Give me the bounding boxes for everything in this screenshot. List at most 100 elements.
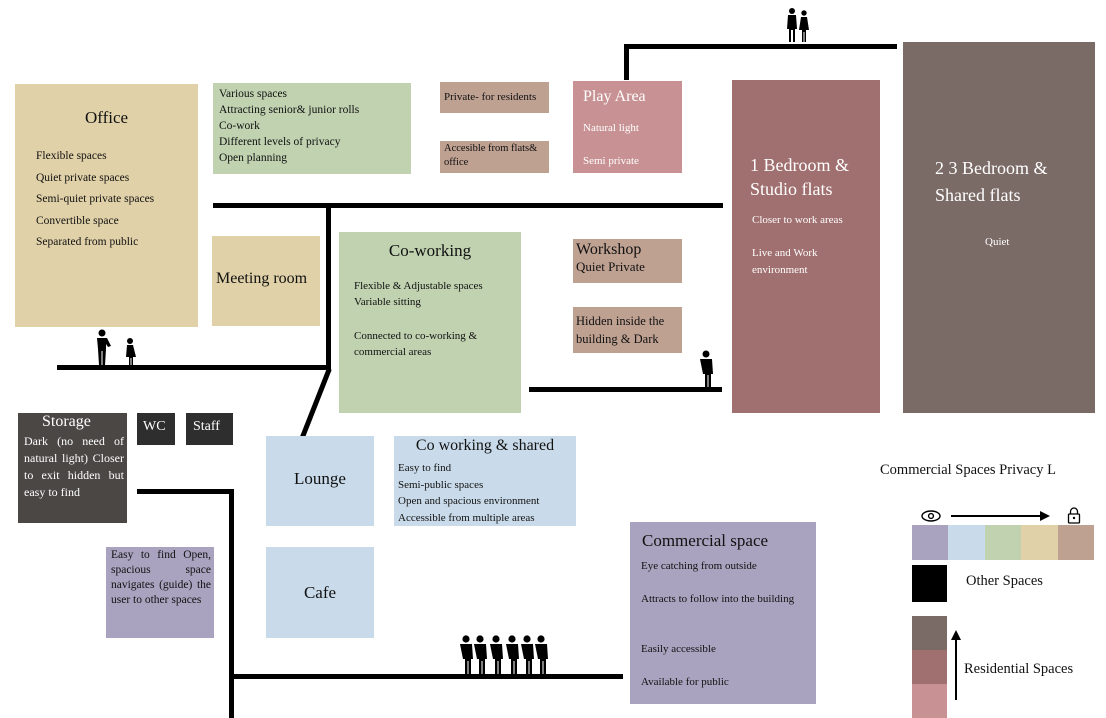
residential-swatch-medium xyxy=(912,650,947,684)
other-spaces-swatch xyxy=(912,565,947,602)
wall-bottom-floor xyxy=(233,674,623,679)
privacy-color-bar xyxy=(912,525,1095,560)
one-bedroom-title: 1 Bedroom & Studio flats xyxy=(750,155,849,199)
office-note-item: Attracting senior& junior rolls xyxy=(219,104,360,116)
residential-swatch-large xyxy=(912,616,947,650)
people-couple-icon xyxy=(787,8,809,42)
meeting-room-title: Meeting room xyxy=(216,270,308,287)
wall-mid-floor xyxy=(529,387,722,392)
hidden-note: Hidden inside the building & Dark xyxy=(576,314,665,346)
lock-icon xyxy=(1067,507,1081,524)
coworking-item: Connected to co-working & commercial are… xyxy=(354,330,478,358)
privacy-swatch-private xyxy=(1057,525,1095,560)
commercial-item: Eye catching from outside xyxy=(641,560,757,572)
commercial-title: Commercial space xyxy=(642,531,769,550)
office-list: Flexible spaces Quiet private spaces Sem… xyxy=(36,148,154,250)
coworking-item: Flexible & Adjustable spaces xyxy=(354,280,483,292)
storage-text: Dark (no need of natural light) Closer t… xyxy=(24,434,124,499)
commercial-item: Easily accessible xyxy=(641,643,716,655)
residential-swatch-small xyxy=(912,684,947,718)
lounge-box: Lounge xyxy=(266,436,374,526)
commercial-box: Commercial space Eye catching from outsi… xyxy=(630,522,816,704)
privacy-swatch-semi-public xyxy=(948,525,985,560)
meeting-room-box: Meeting room xyxy=(212,236,320,326)
workshop-title: Workshop xyxy=(576,241,642,258)
people-talking-icon xyxy=(97,329,136,366)
wall-vertical-center xyxy=(326,206,331,371)
wall-left-floor xyxy=(57,365,330,370)
office-box: Office Flexible spaces Quiet private spa… xyxy=(15,84,198,327)
coworking-shared-box: Co working & shared Easy to find Semi-pu… xyxy=(394,436,576,526)
coworking-item: Variable sitting xyxy=(354,296,421,308)
wc-box[interactable]: WC xyxy=(137,413,175,445)
office-item: Separated from public xyxy=(36,236,139,249)
coworking-shared-item: Easy to find xyxy=(398,462,452,474)
coworking-shared-item: Accessible from multiple areas xyxy=(398,511,535,524)
coworking-shared-list: Easy to find Semi-public spaces Open and… xyxy=(398,460,539,526)
office-note-item: Co-work xyxy=(219,120,260,132)
privacy-swatch-semi-private xyxy=(1021,525,1058,560)
legend-title: Commercial Spaces Privacy L xyxy=(880,462,1056,478)
coworking-shared-item: Semi-public spaces xyxy=(398,478,484,491)
staff-label: Staff xyxy=(193,419,220,434)
coworking-box: Co-working Flexible & Adjustable spaces … xyxy=(339,232,521,413)
coworking-shared-item: Open and spacious environment xyxy=(398,495,540,507)
commercial-item: Available for public xyxy=(641,676,729,688)
flats-office-note-box: Accesible from flats& office xyxy=(440,141,549,173)
person-standing-icon xyxy=(700,350,713,387)
circulation-note-box: Easy to find Open, spacious space naviga… xyxy=(106,547,214,638)
arrow-right-icon xyxy=(1040,511,1050,521)
arrow-up-icon xyxy=(951,630,961,640)
workshop-subtitle: Quiet Private xyxy=(576,259,645,274)
hidden-note-box: Hidden inside the building & Dark xyxy=(573,307,682,353)
one-bedroom-item: Closer to work areas xyxy=(752,214,843,226)
residential-spaces-label: Residential Spaces xyxy=(964,661,1074,677)
coworking-title: Co-working xyxy=(388,241,472,260)
office-notes-list: Various spaces Attracting senior& junior… xyxy=(219,86,359,166)
office-item: Convertible space xyxy=(36,214,119,227)
wall-storage-link xyxy=(137,489,233,494)
one-bedroom-item: Live and Work environment xyxy=(752,247,818,276)
wall-upper-middle xyxy=(213,203,723,208)
eye-icon xyxy=(921,510,941,522)
two-three-bedroom-box: 2 3 Bedroom & Shared flats Quiet xyxy=(903,42,1095,413)
other-spaces-label: Other Spaces xyxy=(966,573,1043,589)
play-area-title: Play Area xyxy=(583,88,646,105)
privacy-swatch-public xyxy=(912,525,949,560)
workshop-box: Workshop Quiet Private xyxy=(573,239,682,283)
office-item: Flexible spaces xyxy=(36,150,107,162)
staff-box[interactable]: Staff xyxy=(186,413,233,445)
privacy-swatch-shared xyxy=(984,525,1022,560)
residents-note-box: Private- for residents xyxy=(440,82,549,113)
wall-left-vertical-lower xyxy=(229,489,234,718)
two-three-bedroom-item: Quiet xyxy=(985,236,1010,248)
lounge-title: Lounge xyxy=(294,469,346,488)
coworking-shared-title: Co working & shared xyxy=(415,437,555,454)
circulation-note: Easy to find Open, spacious space naviga… xyxy=(111,549,211,606)
play-area-box: Play Area Natural light Semi private xyxy=(573,81,682,173)
office-item: Semi-quiet private spaces xyxy=(36,193,155,206)
wc-label: WC xyxy=(143,419,166,434)
storage-title: Storage xyxy=(42,413,91,430)
cafe-title: Cafe xyxy=(303,583,337,602)
residents-note: Private- for residents xyxy=(444,91,537,103)
one-bedroom-box: 1 Bedroom & Studio flats Closer to work … xyxy=(732,80,880,413)
wall-top-vertical xyxy=(624,44,629,80)
privacy-arrow-line xyxy=(951,515,1043,517)
flats-office-note: Accesible from flats& office xyxy=(444,143,538,168)
cafe-box: Cafe xyxy=(266,547,374,638)
office-note-item: Different levels of privacy xyxy=(219,136,341,148)
play-area-item: Natural light xyxy=(583,122,639,134)
two-three-bedroom-title: 2 3 Bedroom & Shared flats xyxy=(935,158,1048,205)
office-item: Quiet private spaces xyxy=(36,171,130,184)
storage-box: Storage Dark (no need of natural light) … xyxy=(18,413,127,523)
residential-arrow-line xyxy=(955,638,957,700)
office-title: Office xyxy=(84,108,129,127)
residential-color-stack xyxy=(912,616,947,718)
office-note-item: Various spaces xyxy=(219,88,288,100)
play-area-item: Semi private xyxy=(583,155,639,167)
commercial-item: Attracts to follow into the building xyxy=(641,593,795,605)
office-notes-box: Various spaces Attracting senior& junior… xyxy=(213,83,411,174)
wall-top-upper xyxy=(625,44,897,49)
crowd-icon xyxy=(460,635,548,674)
